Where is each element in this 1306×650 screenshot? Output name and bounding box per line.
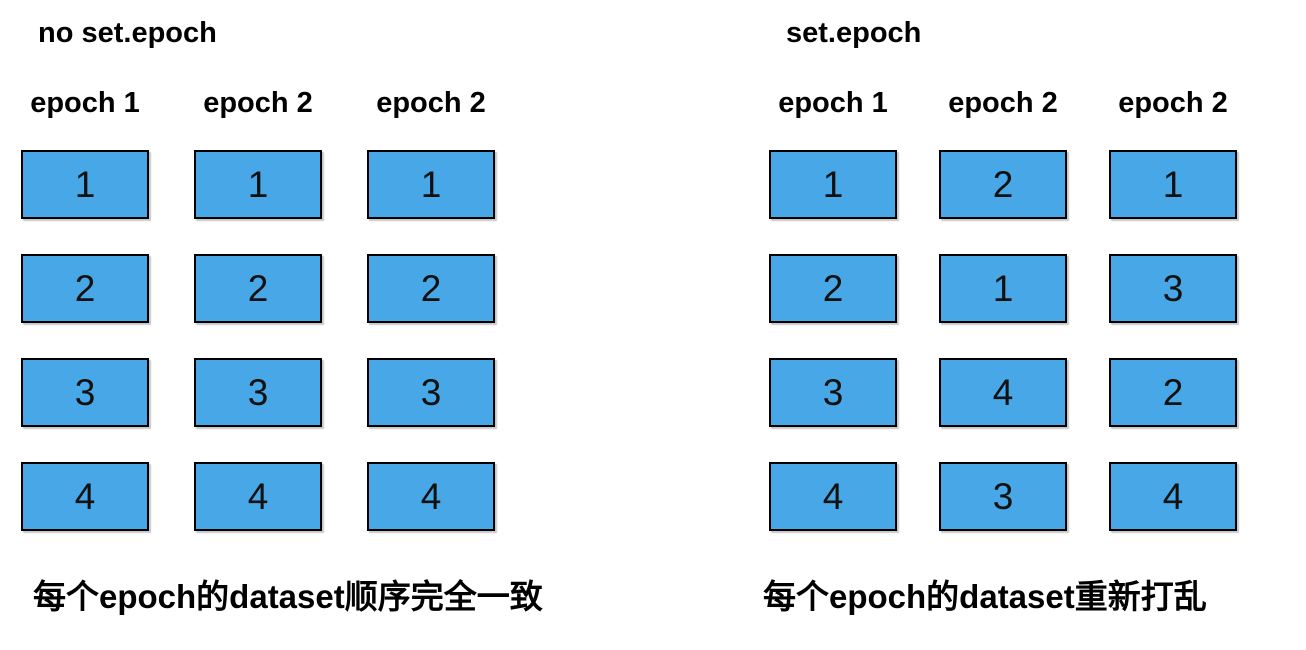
dataset-item-label: 1 <box>74 164 96 205</box>
epoch-column-2: epoch 2 2 1 4 3 <box>939 86 1067 531</box>
epoch-column-2: epoch 2 1 2 3 4 <box>194 86 322 531</box>
dataset-item-label: 2 <box>420 268 442 309</box>
epoch-column-header: epoch 2 <box>376 87 486 119</box>
dataset-item-label: 4 <box>420 476 442 517</box>
panel-no-set-epoch: no set.epoch epoch 1 1 2 3 4 epoch 2 1 2… <box>21 0 543 617</box>
epoch-column-header: epoch 2 <box>948 87 1058 119</box>
dataset-item-box: 1 <box>194 150 322 219</box>
dataset-item-box: 1 <box>1109 150 1237 219</box>
dataset-item-box: 4 <box>1109 462 1237 531</box>
dataset-item-box: 3 <box>367 358 495 427</box>
dataset-item-box: 2 <box>367 254 495 323</box>
dataset-item-label: 2 <box>992 164 1014 205</box>
dataset-item-label: 2 <box>74 268 96 309</box>
dataset-item-label: 1 <box>420 164 442 205</box>
epoch-columns: epoch 1 1 2 3 4 epoch 2 1 2 3 4 epoch 2 … <box>21 86 543 531</box>
panel-title: no set.epoch <box>38 17 217 49</box>
dataset-item-box: 4 <box>194 462 322 531</box>
dataset-item-box: 3 <box>1109 254 1237 323</box>
dataset-item-box: 3 <box>769 358 897 427</box>
dataset-item-label: 3 <box>74 372 96 413</box>
dataset-item-label: 4 <box>247 476 269 517</box>
epoch-column-3: epoch 2 1 2 3 4 <box>367 86 495 531</box>
dataset-item-label: 4 <box>992 372 1014 413</box>
dataset-item-label: 2 <box>1162 372 1184 413</box>
dataset-item-label: 2 <box>247 268 269 309</box>
dataset-item-label: 3 <box>1162 268 1184 309</box>
dataset-item-box: 3 <box>939 462 1067 531</box>
dataset-item-label: 1 <box>1162 164 1184 205</box>
dataset-item-label: 1 <box>247 164 269 205</box>
dataset-item-box: 1 <box>769 150 897 219</box>
dataset-item-label: 2 <box>822 268 844 309</box>
epoch-column-header: epoch 1 <box>30 87 140 119</box>
dataset-item-label: 4 <box>1162 476 1184 517</box>
dataset-item-label: 4 <box>74 476 96 517</box>
dataset-item-box: 3 <box>21 358 149 427</box>
dataset-item-box: 4 <box>21 462 149 531</box>
dataset-item-box: 2 <box>21 254 149 323</box>
dataset-item-box: 1 <box>21 150 149 219</box>
dataset-item-label: 3 <box>992 476 1014 517</box>
dataset-item-label: 3 <box>420 372 442 413</box>
dataset-item-box: 3 <box>194 358 322 427</box>
dataset-item-label: 1 <box>992 268 1014 309</box>
epoch-column-1: epoch 1 1 2 3 4 <box>769 86 897 531</box>
dataset-item-box: 4 <box>367 462 495 531</box>
panel-caption: 每个epoch的dataset顺序完全一致 <box>33 578 543 615</box>
panel-set-epoch: set.epoch epoch 1 1 2 3 4 epoch 2 2 1 4 … <box>763 0 1237 617</box>
panel-caption: 每个epoch的dataset重新打乱 <box>763 578 1207 615</box>
dataset-item-label: 3 <box>247 372 269 413</box>
dataset-item-label: 3 <box>822 372 844 413</box>
dataset-item-box: 2 <box>1109 358 1237 427</box>
dataset-item-box: 1 <box>367 150 495 219</box>
epoch-column-header: epoch 2 <box>1118 87 1228 119</box>
dataset-item-box: 2 <box>769 254 897 323</box>
epoch-column-3: epoch 2 1 3 2 4 <box>1109 86 1237 531</box>
epoch-column-1: epoch 1 1 2 3 4 <box>21 86 149 531</box>
dataset-item-label: 4 <box>822 476 844 517</box>
panel-title: set.epoch <box>786 17 922 49</box>
dataset-item-box: 1 <box>939 254 1067 323</box>
dataset-item-box: 4 <box>939 358 1067 427</box>
dataset-item-box: 4 <box>769 462 897 531</box>
epoch-column-header: epoch 2 <box>203 87 313 119</box>
epoch-columns: epoch 1 1 2 3 4 epoch 2 2 1 4 3 epoch 2 … <box>769 86 1237 531</box>
dataset-item-box: 2 <box>939 150 1067 219</box>
epoch-column-header: epoch 1 <box>778 87 888 119</box>
dataset-item-box: 2 <box>194 254 322 323</box>
dataset-item-label: 1 <box>822 164 844 205</box>
